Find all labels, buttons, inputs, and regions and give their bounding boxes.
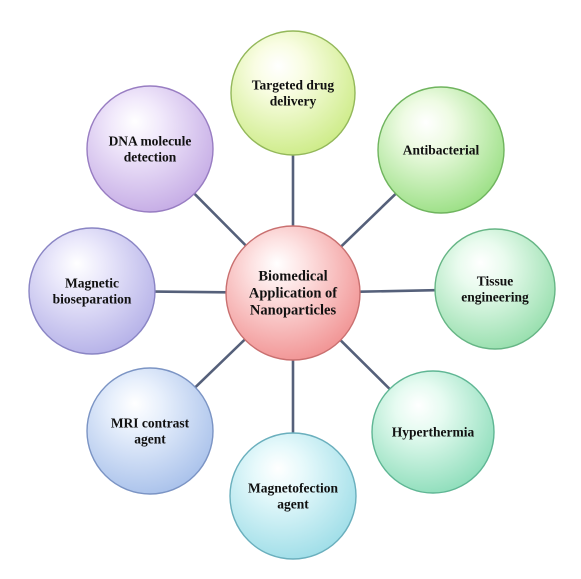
- node-circle: [371, 370, 495, 494]
- node-label-line: Application of: [249, 286, 337, 302]
- node-label-line: DNA molecule: [109, 134, 192, 149]
- node-label-line: Biomedical: [258, 269, 327, 285]
- node-circle: [377, 86, 505, 214]
- node-label-line: Nanoparticles: [250, 303, 337, 319]
- node-label-line: Targeted drug: [252, 78, 335, 93]
- node-label-line: delivery: [270, 94, 317, 109]
- connector-line: [154, 290, 227, 294]
- node-circle: [28, 227, 156, 355]
- node-circle: [86, 85, 214, 213]
- node-label-line: MRI contrast: [111, 416, 190, 431]
- node-hyperthermia: Hyperthermia: [371, 370, 495, 494]
- connector-line: [193, 192, 247, 247]
- node-label-line: Magnetic: [65, 276, 119, 291]
- connectors: [154, 155, 436, 433]
- node-circle: [229, 432, 357, 560]
- connector-line: [340, 192, 397, 248]
- center-circle: [225, 225, 361, 361]
- node-label-line: Hyperthermia: [392, 425, 475, 440]
- connector-line: [359, 288, 436, 293]
- node-circle: [230, 30, 356, 156]
- node-label-line: bioseparation: [53, 292, 132, 307]
- node-label-line: agent: [277, 497, 309, 512]
- nodes: Targeted drugdeliveryAntibacterialTissue…: [28, 30, 556, 560]
- connector-line: [194, 338, 246, 389]
- node-antibacterial: Antibacterial: [377, 86, 505, 214]
- node-label-line: detection: [124, 150, 177, 165]
- node-label-line: Magnetofection: [248, 481, 338, 496]
- node-label-line: agent: [134, 432, 166, 447]
- node-circle: [434, 228, 556, 350]
- node-label-line: engineering: [461, 290, 529, 305]
- connector-line: [339, 339, 391, 390]
- node-label-line: Tissue: [477, 274, 514, 289]
- node-label-line: Antibacterial: [403, 143, 480, 158]
- node-circle: [86, 367, 214, 495]
